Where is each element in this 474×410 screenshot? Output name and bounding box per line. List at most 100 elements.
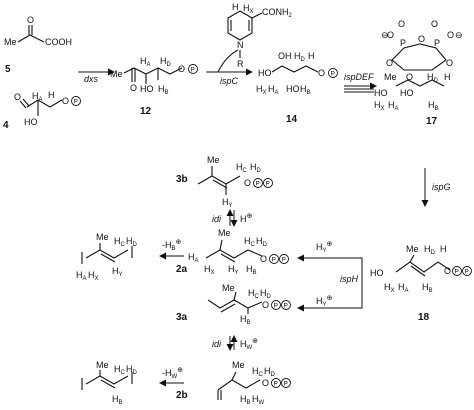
mecpp-structure: ⊖ O P O P O ⊖ O O O O Me O HD H HO HO HX… (374, 19, 463, 112)
dmapp-3a-me: Me (222, 283, 235, 293)
svg-text:P: P (331, 71, 335, 78)
dmapp-3b-hc: HC (236, 162, 248, 174)
idi-h-plus: H⊕ (240, 213, 253, 224)
polymer-a-hy: HY (112, 266, 123, 278)
gap-h: H (48, 90, 55, 100)
compound-2b-label: 2b (176, 390, 188, 401)
mecpp-ominus1: ⊖ (381, 30, 389, 40)
hmbpp-me: Me (406, 244, 419, 254)
dxp-hb: HB (158, 84, 169, 96)
svg-text:O: O (398, 19, 405, 29)
svg-text:P: P (272, 257, 276, 264)
svg-text:P: P (434, 38, 440, 48)
pyruvate-cooh: COOH (45, 37, 72, 47)
dmapp-3a-hd: HD (260, 288, 272, 300)
pyruvate-o: O (27, 15, 34, 25)
mecpp-hx: HX (374, 100, 385, 112)
compound-14-label: 14 (286, 114, 298, 125)
ipp-2b-o: O (262, 378, 269, 388)
svg-text:P: P (465, 269, 469, 276)
mecpp-hd: HD (427, 72, 439, 84)
mecpp-o: O (406, 72, 413, 82)
pyruvate-me: Me (4, 37, 17, 47)
ipp-2b-me: Me (232, 360, 245, 370)
mecpp-ho: HO (374, 88, 388, 98)
ispdef-label: ispDEF (344, 72, 374, 82)
isph-arrow-to-3a (297, 268, 363, 312)
idi-label-top: idi (212, 214, 222, 224)
svg-text:P: P (191, 67, 195, 74)
polymer-b-structure: Me HB HC HD (81, 360, 138, 406)
svg-text:O: O (431, 19, 438, 29)
svg-text:⊖: ⊖ (455, 30, 463, 40)
idi-label-bottom: idi (212, 339, 222, 349)
ipp-2a-hx: HX (204, 264, 215, 276)
phosphate-icon (452, 266, 462, 276)
phosphate-icon (281, 378, 291, 388)
ipp-2b-hd: HD (264, 366, 276, 378)
dxp-hd: HD (160, 56, 172, 68)
svg-text:O: O (386, 58, 393, 68)
pyruvate-structure: Me O COOH (4, 15, 72, 47)
dxp-o: O (130, 83, 137, 93)
hmbpp-ha: HA (398, 282, 409, 294)
ipp-2b-hc: HC (252, 366, 264, 378)
svg-text:P: P (284, 381, 288, 388)
polymer-b-me: Me (96, 360, 109, 370)
mecpp-ho2: HO (400, 88, 414, 98)
compound-3a-label: 3a (176, 312, 188, 323)
idi-hw-plus: HW⊕ (240, 338, 258, 351)
ispc-cofactor-curve (217, 49, 239, 73)
phosphate-icon (281, 300, 291, 310)
compound-3b-label: 3b (176, 174, 188, 185)
dxs-label: dxs (84, 74, 99, 84)
svg-text:P: P (455, 269, 459, 276)
hmbpp-ho: HO (370, 268, 384, 278)
mep-ho2: HO (286, 84, 300, 94)
polymer-a-structure: Me HA HX HY HC HD (76, 232, 138, 282)
nadph-conh2: CONH2 (262, 7, 293, 19)
gap-o: O (14, 92, 21, 102)
dmapp-3a-o: O (262, 300, 269, 310)
gap-ho: HO (24, 117, 38, 127)
dmapp-3b-hd: HD (250, 162, 262, 174)
ipp-2a-hb: HB (246, 264, 257, 276)
nadph-h: H (232, 2, 239, 12)
svg-text:P: P (74, 99, 78, 106)
mep-h: H (308, 51, 315, 61)
mecpp-ha: HA (388, 100, 399, 112)
dmapp-3b-me: Me (207, 155, 220, 165)
mep-hd: HD (294, 51, 306, 63)
hmbpp-hd: HD (424, 244, 436, 256)
phosphate-icon (271, 300, 281, 310)
phosphate-icon (328, 68, 338, 78)
mecpp-ominus2: O (447, 30, 454, 40)
nadph-hx: HX (243, 3, 254, 15)
svg-text:O: O (418, 34, 425, 44)
phosphate-icon (279, 254, 289, 264)
gap-structure: O HA HO H O P (14, 90, 81, 127)
dxp-ho: HO (140, 84, 154, 94)
polymer-a-hd: HD (126, 236, 138, 248)
svg-text:P: P (256, 181, 260, 188)
ispg-label: ispG (432, 182, 451, 192)
mep-structure: HO OH HD H HX HA HO HB O P (256, 51, 338, 96)
svg-text:P: P (284, 303, 288, 310)
dmapp-3a-hb: HB (240, 314, 251, 326)
polymer-b-hd: HD (126, 364, 138, 376)
dxp-me: Me (110, 69, 123, 79)
ispc-label: ispC (220, 76, 239, 86)
isph-label: ispH (340, 274, 359, 284)
polymer-a-hc: HC (114, 236, 126, 248)
dmapp-3a-hc: HC (248, 288, 260, 300)
nadph-n: N (237, 40, 244, 50)
phosphate-icon (462, 266, 472, 276)
isph-arrow-to-2a (297, 254, 363, 268)
svg-text:P: P (282, 257, 286, 264)
minus-hw: -HW⊕ (162, 367, 183, 380)
mep-hb: HB (300, 84, 311, 96)
compound-12-label: 12 (140, 106, 152, 117)
nadph-structure: HX H CONH2 N R (227, 2, 293, 69)
